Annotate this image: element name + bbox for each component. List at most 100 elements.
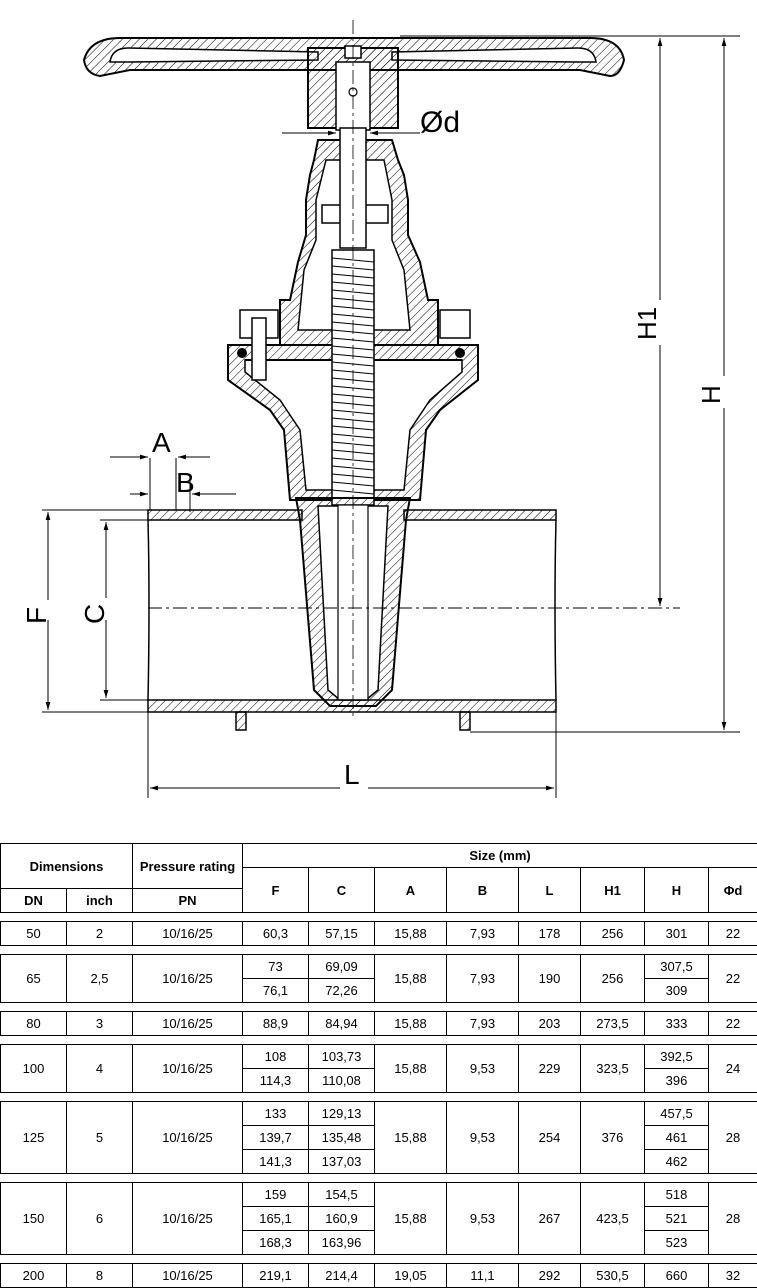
cell-a: 15,88 xyxy=(375,1183,447,1255)
cell-f: 159 xyxy=(243,1183,309,1207)
dimension-h: H xyxy=(470,38,740,732)
cell-pn: 10/16/25 xyxy=(133,1264,243,1288)
dimension-a: A xyxy=(110,427,210,510)
cell-h1: 423,5 xyxy=(581,1183,645,1255)
cell-pn: 10/16/25 xyxy=(133,1012,243,1036)
cell-d: 28 xyxy=(709,1183,757,1255)
dimension-label-b: B xyxy=(176,467,195,498)
table-gap-cell xyxy=(1,1174,757,1183)
cell-inch: 3 xyxy=(67,1012,133,1036)
header-col-l: L xyxy=(519,868,581,913)
cell-inch: 6 xyxy=(67,1183,133,1255)
cell-l: 178 xyxy=(519,922,581,946)
cell-pn: 10/16/25 xyxy=(133,955,243,1003)
header-col-f: F xyxy=(243,868,309,913)
dimension-label-f: F xyxy=(21,607,52,624)
cell-c: 154,5 xyxy=(309,1183,375,1207)
cell-l: 254 xyxy=(519,1102,581,1174)
cell-dn: 125 xyxy=(1,1102,67,1174)
cell-c: 69,09 xyxy=(309,955,375,979)
cell-pn: 10/16/25 xyxy=(133,1102,243,1174)
cell-b: 7,93 xyxy=(447,955,519,1003)
cell-dn: 200 xyxy=(1,1264,67,1288)
cell-f: 139,7 xyxy=(243,1126,309,1150)
header-col-c: C xyxy=(309,868,375,913)
table-gap-cell xyxy=(1,946,757,955)
cell-h1: 323,5 xyxy=(581,1045,645,1093)
gate-valve-drawing: Ød xyxy=(0,0,757,820)
cell-f: 114,3 xyxy=(243,1069,309,1093)
table-gap-cell xyxy=(1,1255,757,1264)
table-gap-cell xyxy=(1,1003,757,1012)
cell-dn: 65 xyxy=(1,955,67,1003)
cell-h: 521 xyxy=(645,1207,709,1231)
header-col-b: B xyxy=(447,868,519,913)
cell-h: 457,5 xyxy=(645,1102,709,1126)
cell-h1: 376 xyxy=(581,1102,645,1174)
dimension-l: L xyxy=(148,712,556,798)
cell-d: 24 xyxy=(709,1045,757,1093)
cell-h: 461 xyxy=(645,1126,709,1150)
header-col-h1: H1 xyxy=(581,868,645,913)
cell-l: 203 xyxy=(519,1012,581,1036)
dimension-label-h1: H1 xyxy=(632,307,662,340)
cell-c: 160,9 xyxy=(309,1207,375,1231)
cell-h1: 273,5 xyxy=(581,1012,645,1036)
cell-h: 660 xyxy=(645,1264,709,1288)
cell-c: 214,4 xyxy=(309,1264,375,1288)
cell-dn: 80 xyxy=(1,1012,67,1036)
dimension-c: C xyxy=(79,520,148,700)
cell-h: 333 xyxy=(645,1012,709,1036)
cell-c: 110,08 xyxy=(309,1069,375,1093)
cell-f: 76,1 xyxy=(243,979,309,1003)
dimension-label-h: H xyxy=(696,385,726,404)
table-gap-cell xyxy=(1,913,757,922)
cell-l: 292 xyxy=(519,1264,581,1288)
table-row-gap xyxy=(1,1003,757,1012)
cell-b: 7,93 xyxy=(447,1012,519,1036)
cell-d: 22 xyxy=(709,922,757,946)
cell-h1: 256 xyxy=(581,922,645,946)
cell-inch: 2 xyxy=(67,922,133,946)
table-gap-cell xyxy=(1,1093,757,1102)
cell-b: 9,53 xyxy=(447,1102,519,1174)
cell-c: 129,13 xyxy=(309,1102,375,1126)
cell-f: 165,1 xyxy=(243,1207,309,1231)
cell-c: 135,48 xyxy=(309,1126,375,1150)
cell-b: 9,53 xyxy=(447,1183,519,1255)
cell-a: 15,88 xyxy=(375,955,447,1003)
cell-b: 9,53 xyxy=(447,1045,519,1093)
header-size: Size (mm) xyxy=(243,844,757,868)
header-pn: PN xyxy=(133,889,243,913)
cell-dn: 50 xyxy=(1,922,67,946)
cell-f: 133 xyxy=(243,1102,309,1126)
cell-h: 523 xyxy=(645,1231,709,1255)
cell-f: 73 xyxy=(243,955,309,979)
cell-a: 15,88 xyxy=(375,1102,447,1174)
cell-a: 15,88 xyxy=(375,1012,447,1036)
cell-c: 84,94 xyxy=(309,1012,375,1036)
cell-h: 462 xyxy=(645,1150,709,1174)
cell-c: 137,03 xyxy=(309,1150,375,1174)
cell-a: 15,88 xyxy=(375,922,447,946)
cell-c: 103,73 xyxy=(309,1045,375,1069)
cell-f: 60,3 xyxy=(243,922,309,946)
cell-h: 301 xyxy=(645,922,709,946)
cell-pn: 10/16/25 xyxy=(133,1045,243,1093)
header-col-h: H xyxy=(645,868,709,913)
header-col-d: Φd xyxy=(709,868,757,913)
table-row-gap xyxy=(1,1036,757,1045)
cell-f: 219,1 xyxy=(243,1264,309,1288)
cell-h: 392,5 xyxy=(645,1045,709,1069)
cell-a: 19,05 xyxy=(375,1264,447,1288)
dimension-b: B xyxy=(130,467,236,512)
cell-inch: 5 xyxy=(67,1102,133,1174)
cell-b: 11,1 xyxy=(447,1264,519,1288)
cell-b: 7,93 xyxy=(447,922,519,946)
cell-dn: 150 xyxy=(1,1183,67,1255)
